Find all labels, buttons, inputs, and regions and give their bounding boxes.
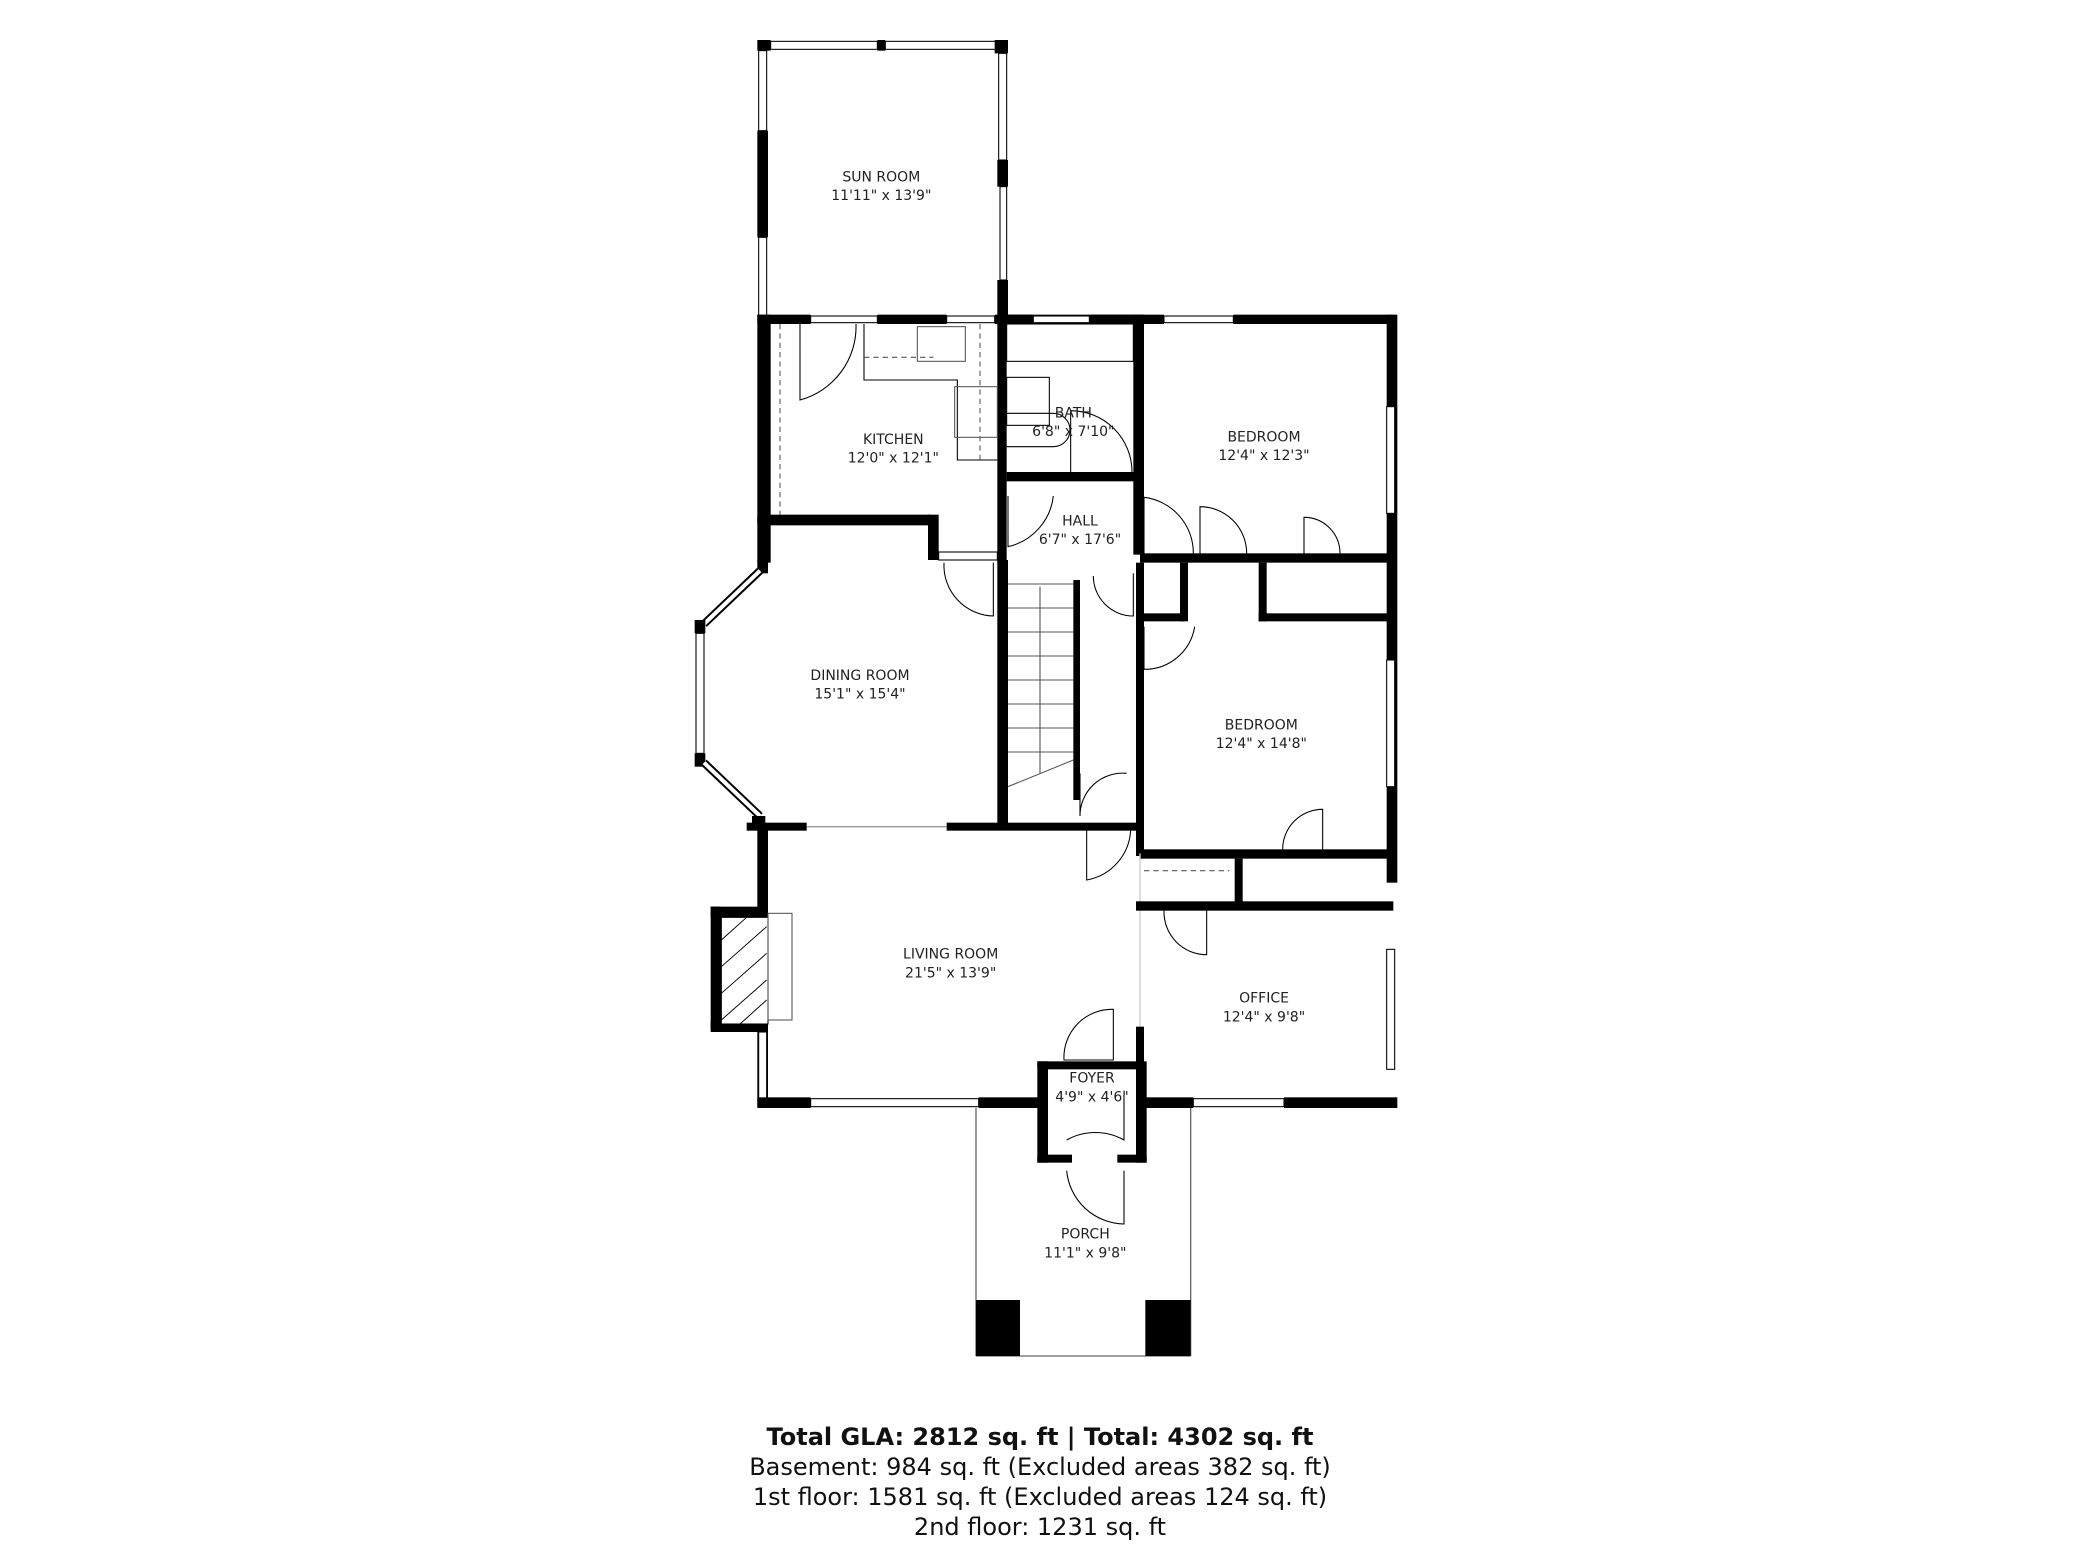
bedroom-2	[1136, 562, 1396, 859]
svg-text:FOYER: FOYER	[1069, 1071, 1115, 1087]
svg-text:BEDROOM: BEDROOM	[1227, 429, 1300, 445]
svg-text:BATH: BATH	[1055, 405, 1092, 421]
living-room	[710, 826, 1141, 1108]
room-label-bedroom-2: BEDROOM 12'4" x 14'8"	[1216, 717, 1307, 752]
svg-text:12'4" x 14'8": 12'4" x 14'8"	[1216, 736, 1307, 752]
svg-text:DINING ROOM: DINING ROOM	[810, 668, 909, 684]
svg-text:12'0" x 12'1": 12'0" x 12'1"	[848, 451, 939, 467]
svg-text:HALL: HALL	[1062, 513, 1098, 529]
foyer	[1037, 1061, 1147, 1163]
svg-text:4'9" x 4'6": 4'9" x 4'6"	[1055, 1089, 1128, 1105]
hall	[997, 495, 1134, 827]
room-label-dining-room: DINING ROOM 15'1" x 15'4"	[810, 668, 909, 703]
svg-text:SUN ROOM: SUN ROOM	[842, 169, 920, 185]
svg-text:PORCH: PORCH	[1061, 1227, 1110, 1243]
room-label-living-room: LIVING ROOM 21'5" x 13'9"	[903, 947, 998, 982]
room-label-kitchen: KITCHEN 12'0" x 12'1"	[848, 432, 939, 467]
office	[1136, 858, 1398, 1108]
bedroom-1	[1140, 314, 1398, 883]
first-floor-area-line: 1st floor: 1581 sq. ft (Excluded areas 1…	[752, 1483, 1328, 1511]
svg-text:OFFICE: OFFICE	[1239, 991, 1289, 1007]
svg-text:KITCHEN: KITCHEN	[863, 432, 924, 448]
room-label-foyer: FOYER 4'9" x 4'6"	[1055, 1071, 1128, 1106]
svg-text:LIVING ROOM: LIVING ROOM	[903, 947, 998, 963]
svg-text:11'1" x 9'8": 11'1" x 9'8"	[1044, 1245, 1126, 1261]
svg-text:6'8" x 7'10": 6'8" x 7'10"	[1032, 424, 1114, 440]
sun-room	[757, 40, 1008, 320]
svg-text:12'4" x 9'8": 12'4" x 9'8"	[1223, 1009, 1305, 1025]
room-label-bedroom-1: BEDROOM 12'4" x 12'3"	[1218, 429, 1309, 464]
room-label-porch: PORCH 11'1" x 9'8"	[1044, 1227, 1126, 1262]
svg-text:15'1" x 15'4": 15'1" x 15'4"	[814, 687, 905, 703]
room-label-hall: HALL 6'7" x 17'6"	[1039, 513, 1121, 548]
second-floor-area-line: 2nd floor: 1231 sq. ft	[913, 1513, 1167, 1541]
total-area-line: Total GLA: 2812 sq. ft | Total: 4302 sq.…	[766, 1423, 1314, 1451]
room-label-office: OFFICE 12'4" x 9'8"	[1223, 991, 1305, 1026]
area-summary: Total GLA: 2812 sq. ft | Total: 4302 sq.…	[0, 1422, 2080, 1542]
dining-room	[694, 560, 1140, 831]
room-label-bath: BATH 6'8" x 7'10"	[1032, 405, 1114, 440]
porch	[975, 1090, 1192, 1357]
svg-text:BEDROOM: BEDROOM	[1225, 717, 1298, 733]
svg-text:6'7" x 17'6": 6'7" x 17'6"	[1039, 532, 1121, 548]
svg-text:21'5" x 13'9": 21'5" x 13'9"	[905, 965, 996, 981]
bath	[1006, 314, 1394, 555]
room-label-sun-room: SUN ROOM 11'11" x 13'9"	[831, 169, 931, 204]
basement-area-line: Basement: 984 sq. ft (Excluded areas 382…	[749, 1453, 1331, 1481]
svg-text:11'11" x 13'9": 11'11" x 13'9"	[831, 188, 931, 204]
kitchen	[757, 314, 1142, 563]
svg-text:12'4" x 12'3": 12'4" x 12'3"	[1218, 448, 1309, 464]
